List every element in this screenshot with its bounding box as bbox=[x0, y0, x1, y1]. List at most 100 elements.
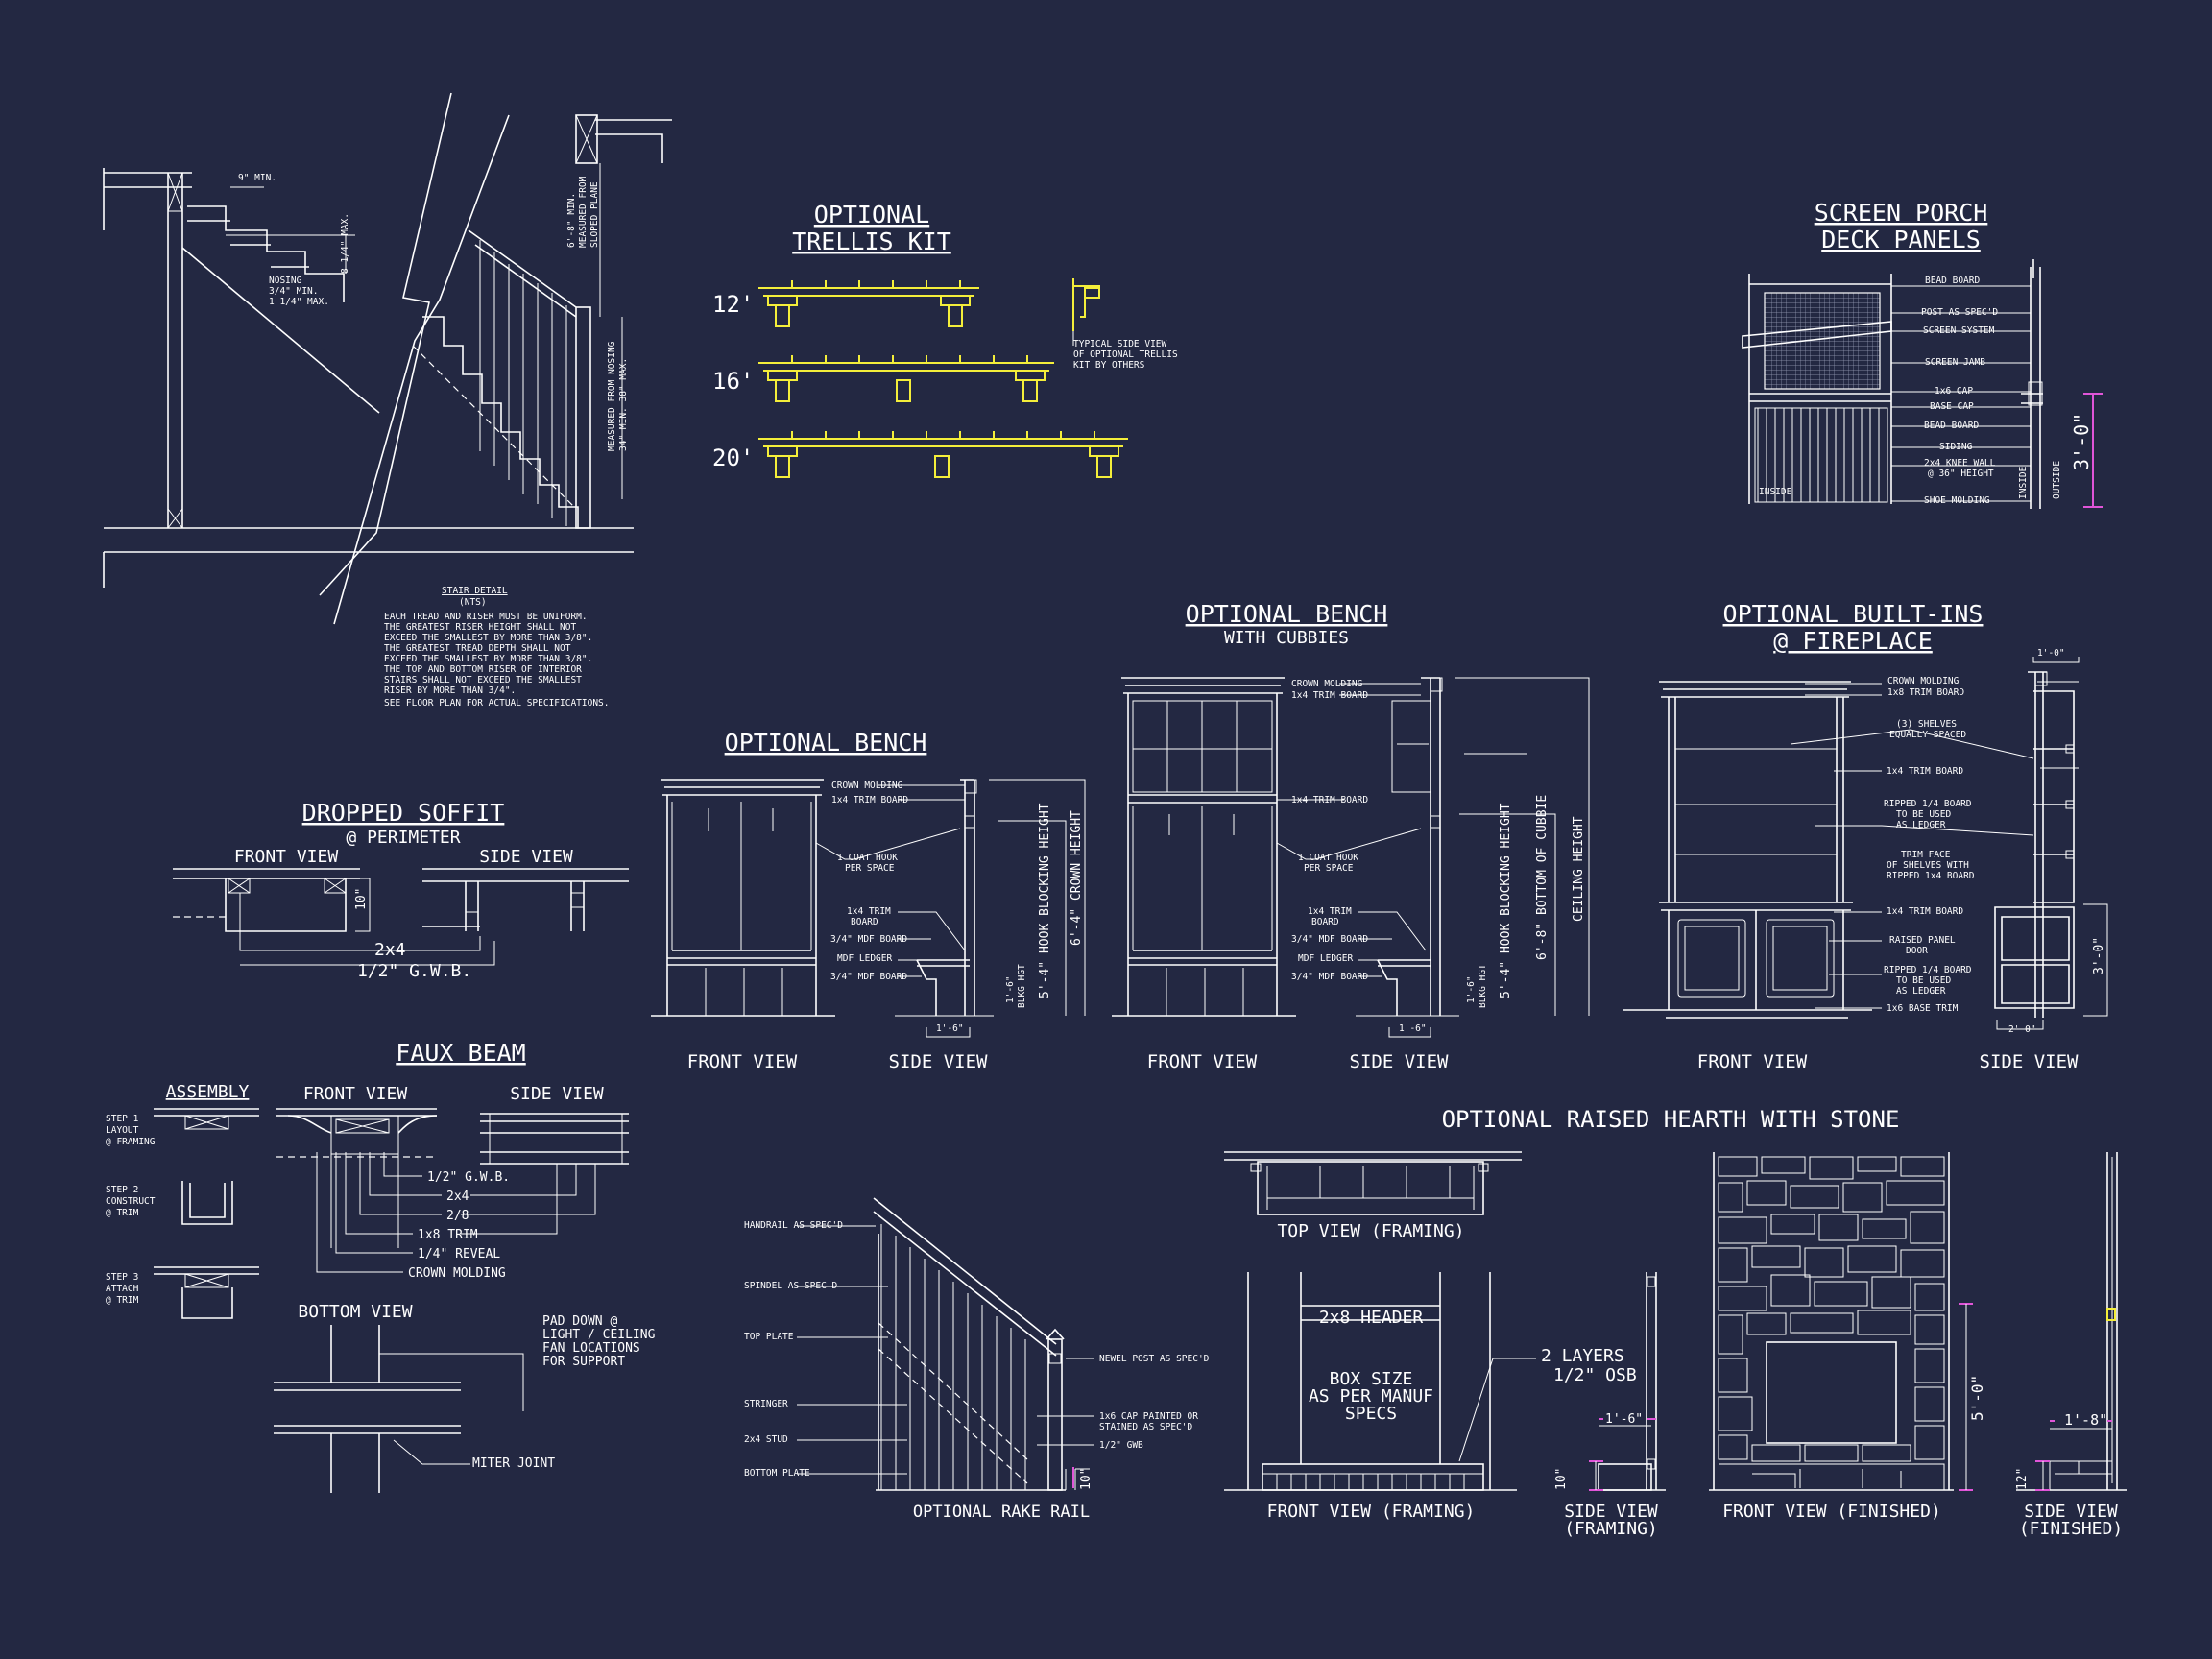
callout: 1x6 CAP PAINTED OR bbox=[1099, 1411, 1198, 1422]
stair-notes: EACH TREAD AND RISER MUST BE UNIFORM. TH… bbox=[384, 612, 610, 709]
builtins-front-view: FRONT VIEW bbox=[1697, 1051, 1808, 1072]
trellis-title: TRELLIS KIT bbox=[792, 228, 951, 255]
callout: 2x4 STUD bbox=[744, 1434, 788, 1445]
callout: 1x4 TRIM bbox=[847, 906, 891, 917]
callout: PER SPACE bbox=[845, 863, 895, 874]
bench-title: OPTIONAL BENCH bbox=[725, 729, 927, 757]
hearth-side-finished: (FINISHED) bbox=[2019, 1519, 2123, 1539]
callout: 1x4 TRIM BOARD bbox=[831, 795, 908, 805]
callout: (3) SHELVES bbox=[1896, 719, 1957, 730]
callout: CROWN MOLDING bbox=[1887, 676, 1960, 686]
cubbies-blocking-height: 1'-6" bbox=[1466, 975, 1477, 1003]
builtins-top-dim: 1'-0" bbox=[2037, 648, 2065, 659]
cubbies-front-view: FRONT VIEW bbox=[1147, 1051, 1258, 1072]
callout: 2x4 KNEE WALL bbox=[1924, 458, 1996, 469]
callout: 1x8 TRIM BOARD bbox=[1887, 687, 1964, 698]
callout: CROWN MOLDING bbox=[1291, 679, 1363, 689]
callout: BASE CAP bbox=[1930, 401, 1974, 412]
bottom-of-cubbie: 6'-8" BOTTOM OF CUBBIE bbox=[1535, 795, 1550, 960]
pad-note: LIGHT / CEILING bbox=[542, 1328, 656, 1342]
osb-layers: 1/2" OSB bbox=[1553, 1365, 1637, 1385]
trellis-20 bbox=[758, 431, 1128, 478]
callout: RIPPED 1/4 BOARD bbox=[1884, 799, 1972, 809]
soffit-label-gwb: 1/2" G.W.B. bbox=[357, 961, 471, 981]
nosing-label: 3/4" MIN. bbox=[269, 286, 318, 297]
hearth-title: OPTIONAL RAISED HEARTH WITH STONE bbox=[1442, 1106, 1900, 1133]
hearth-side-framing: (FRAMING) bbox=[1564, 1519, 1658, 1539]
rake-rail-title: OPTIONAL RAKE RAIL bbox=[913, 1503, 1090, 1522]
rake-rail-dim: 10" bbox=[1079, 1468, 1094, 1490]
step-label: LAYOUT bbox=[106, 1125, 139, 1136]
trellis-side-note: TYPICAL SIDE VIEW bbox=[1073, 339, 1167, 349]
builtins-title: @ FIREPLACE bbox=[1773, 627, 1933, 655]
callout: EQUALLY SPACED bbox=[1889, 730, 1966, 740]
callout: MDF LEDGER bbox=[837, 953, 892, 964]
cubbies-subtitle: WITH CUBBIES bbox=[1224, 628, 1349, 648]
callout: 1x6 CAP bbox=[1935, 386, 1973, 397]
callout: 3/4" MDF BOARD bbox=[830, 934, 907, 945]
callout: CROWN MOLDING bbox=[831, 781, 903, 791]
stair-note: THE GREATEST RISER HEIGHT SHALL NOT bbox=[384, 622, 576, 633]
callout: SIDING bbox=[1939, 442, 1973, 452]
callout: 1x4 TRIM BOARD bbox=[1887, 906, 1963, 917]
pad-note: FAN LOCATIONS bbox=[542, 1341, 640, 1356]
hearth-front-finished: FRONT VIEW (FINISHED) bbox=[1722, 1502, 1941, 1522]
faux-beam-callout: 2/8 bbox=[446, 1209, 469, 1223]
headroom-label: 6'-8" MIN. bbox=[566, 193, 577, 248]
bench-front-view: FRONT VIEW bbox=[687, 1051, 798, 1072]
callout: STAINED AS SPEC'D bbox=[1099, 1422, 1193, 1432]
callout: 1 COAT HOOK bbox=[837, 853, 898, 863]
rail-height-label: MEASURED FROM NOSING bbox=[607, 341, 617, 451]
callout: OF SHELVES WITH bbox=[1887, 860, 1969, 871]
trellis-side-note: KIT BY OTHERS bbox=[1073, 360, 1145, 371]
stair-note: EXCEED THE SMALLEST BY MORE THAN 3/8". bbox=[384, 633, 592, 643]
pad-note: PAD DOWN @ bbox=[542, 1314, 617, 1329]
soffit-side-view: SIDE VIEW bbox=[479, 847, 573, 867]
step-label: @ TRIM bbox=[106, 1295, 139, 1306]
faux-beam-callout: CROWN MOLDING bbox=[408, 1266, 506, 1281]
hearth-side-framing: SIDE VIEW bbox=[1564, 1502, 1658, 1522]
bottom-view-label: BOTTOM VIEW bbox=[298, 1302, 412, 1322]
callout: BEAD BOARD bbox=[1925, 276, 1980, 286]
callout: HANDRAIL AS SPEC'D bbox=[744, 1220, 843, 1231]
screen-mesh bbox=[1764, 292, 1881, 390]
nosing-label: 1 1/4" MAX. bbox=[269, 297, 329, 307]
bench-with-cubbies: OPTIONAL BENCH WITH CUBBIES FRONT VIEW 1… bbox=[1112, 600, 1590, 1072]
cubbies-hook-height: 5'-4" HOOK BLOCKING HEIGHT bbox=[1499, 803, 1513, 998]
callout: BOARD bbox=[1311, 917, 1339, 927]
screen-porch-title: SCREEN PORCH bbox=[1815, 199, 1988, 227]
faux-side-view: SIDE VIEW bbox=[510, 1084, 604, 1104]
osb-layers: 2 LAYERS bbox=[1541, 1346, 1624, 1366]
trellis-16 bbox=[758, 355, 1054, 402]
callout: 1x4 TRIM BOARD bbox=[1291, 690, 1368, 701]
tread-dimension: 9" MIN. bbox=[238, 173, 276, 183]
stair-note: RISER BY MORE THAN 3/4". bbox=[384, 685, 516, 696]
cubbies-side-view: SIDE VIEW bbox=[1350, 1051, 1450, 1072]
bench-side-view: SIDE VIEW bbox=[889, 1051, 989, 1072]
builtins-depth: 2'-0" bbox=[2008, 1024, 2036, 1035]
stair-detail: 9" MIN. 8 1/4" MAX. NOSING 3/4" MIN. 1 1… bbox=[103, 92, 672, 709]
box-size-note: BOX SIZE bbox=[1330, 1369, 1413, 1389]
stair-note: THE GREATEST TREAD DEPTH SHALL NOT bbox=[384, 643, 571, 654]
callout: 3/4" MDF BOARD bbox=[1291, 972, 1368, 982]
builtins-height: 3'-0" bbox=[2092, 937, 2106, 974]
stone-fireplace bbox=[1709, 1152, 1954, 1491]
outside-label: OUTSIDE bbox=[2052, 461, 2062, 499]
bench-blocking-height-label: BLKG HGT bbox=[1017, 964, 1027, 1008]
step-label: @ TRIM bbox=[106, 1208, 139, 1218]
callout: STRINGER bbox=[744, 1399, 788, 1409]
bench-blocking-height: 1'-6" bbox=[1005, 975, 1016, 1003]
soffit-dim: 10" bbox=[354, 888, 369, 910]
miter-joint-label: MITER JOINT bbox=[472, 1456, 555, 1471]
screen-porch-labels: BEAD BOARD POST AS SPEC'D SCREEN SYSTEM … bbox=[1921, 276, 1998, 506]
stair-note: THE TOP AND BOTTOM RISER OF INTERIOR bbox=[384, 664, 582, 675]
assembly-label: ASSEMBLY bbox=[166, 1082, 250, 1102]
hearth-finished-depth: 1'-8" bbox=[2064, 1411, 2107, 1429]
pad-note: FOR SUPPORT bbox=[542, 1355, 625, 1369]
trellis-size-16: 16' bbox=[712, 368, 754, 395]
stair-detail-scale: (NTS) bbox=[459, 597, 487, 608]
soffit-label-2x4: 2x4 bbox=[374, 940, 406, 960]
callout: RIPPED 1x4 BOARD bbox=[1887, 871, 1975, 881]
cubbies-title: OPTIONAL BENCH bbox=[1186, 600, 1388, 628]
